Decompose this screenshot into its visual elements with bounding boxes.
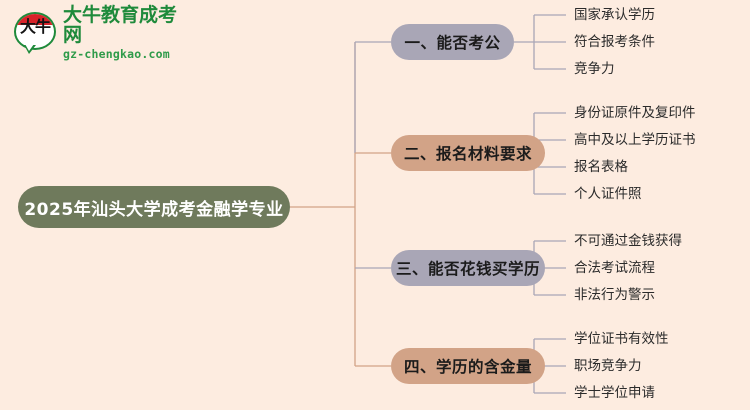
branch-node-1-label: 一、能否考公 xyxy=(404,34,501,52)
leaf-label[interactable]: 报名表格 xyxy=(574,159,628,175)
leaf-label[interactable]: 个人证件照 xyxy=(574,186,642,202)
leaf-label[interactable]: 非法行为警示 xyxy=(574,287,655,303)
branch-node-4-label: 四、学历的含金量 xyxy=(403,358,532,376)
branch-node-4[interactable]: 四、学历的含金量 xyxy=(391,348,545,384)
leaf-label[interactable]: 高中及以上学历证书 xyxy=(574,132,696,148)
logo-title: 大牛教育成考网 xyxy=(63,4,178,46)
leaf-label[interactable]: 符合报考条件 xyxy=(574,34,655,50)
logo-text-block: 大牛教育成考网 gz-chengkao.com xyxy=(63,4,194,61)
root-node-label: 2025年汕头大学成考金融学专业 xyxy=(24,199,284,220)
leaf-label[interactable]: 职场竞争力 xyxy=(574,358,642,374)
leaf-label[interactable]: 身份证原件及复印件 xyxy=(574,105,696,121)
leaf-label[interactable]: 学位证书有效性 xyxy=(574,331,669,347)
branch-node-1[interactable]: 一、能否考公 xyxy=(391,24,514,60)
logo-url: gz-chengkao.com xyxy=(63,46,170,61)
leaf-label[interactable]: 学士学位申请 xyxy=(574,385,655,401)
logo-bubble-tail-inner xyxy=(25,44,34,51)
leaf-label[interactable]: 竞争力 xyxy=(574,61,615,77)
branch-node-2-label: 二、报名材料要求 xyxy=(403,145,532,163)
site-logo: 大牛 大牛教育成考网 gz-chengkao.com xyxy=(14,4,194,61)
logo-mark-text: 大牛 xyxy=(19,17,51,36)
branch-node-2[interactable]: 二、报名材料要求 xyxy=(391,135,545,171)
mindmap-root-node[interactable]: 2025年汕头大学成考金融学专业 xyxy=(18,186,290,228)
branch-node-3-label: 三、能否花钱买学历 xyxy=(395,260,540,278)
logo-speech-bubble-icon: 大牛 xyxy=(14,12,56,54)
leaf-label[interactable]: 合法考试流程 xyxy=(574,260,655,276)
logo-bubble-shape xyxy=(14,12,56,50)
leaf-label[interactable]: 不可通过金钱获得 xyxy=(574,233,682,249)
leaf-label[interactable]: 国家承认学历 xyxy=(574,7,655,23)
branch-node-3[interactable]: 三、能否花钱买学历 xyxy=(391,250,545,286)
